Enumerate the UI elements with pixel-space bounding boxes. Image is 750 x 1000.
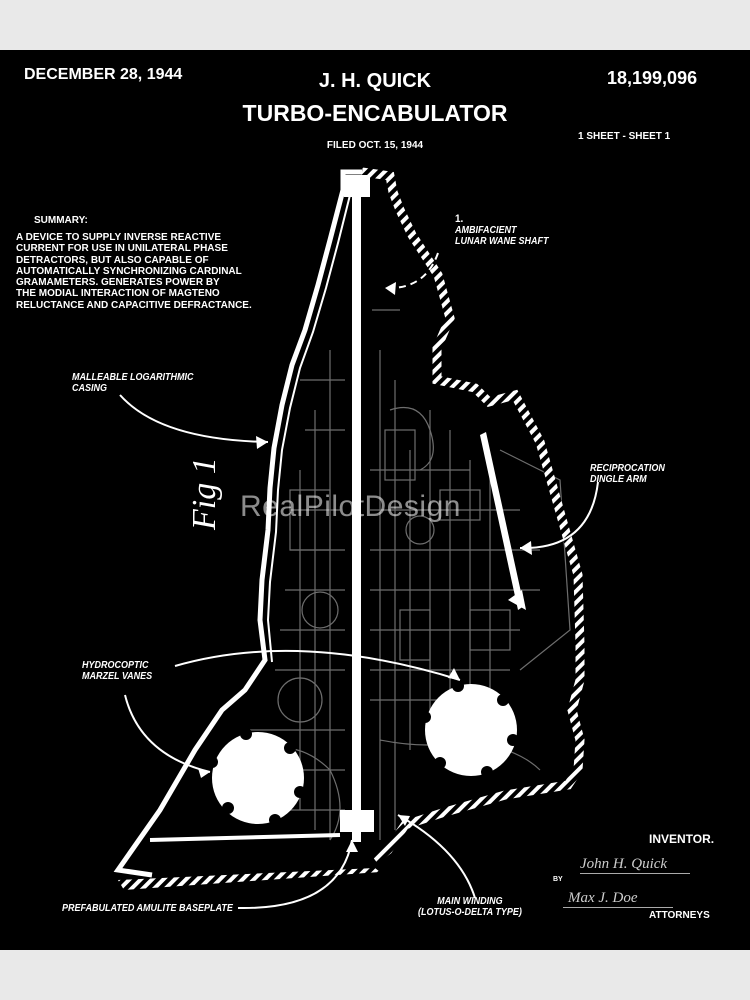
patent-poster: DECEMBER 28, 1944 J. H. QUICK TURBO-ENCA… — [0, 50, 750, 950]
summary-line: A DEVICE TO SUPPLY INVERSE REACTIVE — [16, 232, 222, 243]
attorney-signature: Max J. Doe — [568, 890, 638, 906]
encabulator-drawing — [113, 167, 599, 910]
patent-number: 18,199,096 — [607, 68, 698, 88]
summary-line: RELUCTANCE AND CAPACITIVE DEFRACTANCE. — [16, 299, 252, 311]
label-main-winding: MAIN WINDING (LOTUS-O-DELTA TYPE) — [418, 896, 522, 918]
summary-line: THE MODIAL INTERACTION OF MAGTENO — [16, 288, 220, 300]
filed-date: FILED OCT. 15, 1944 — [326, 140, 424, 151]
attorney-signature-line — [563, 907, 673, 908]
patent-title: TURBO-ENCABULATOR — [242, 100, 508, 126]
arrow-heads — [198, 282, 532, 852]
inventor-signature: John H. Quick — [580, 856, 668, 872]
ambifacient-lunar-wane-shaft — [340, 175, 374, 842]
summary-line: CURRENT FOR USE IN UNILATERAL PHASE — [16, 243, 228, 255]
by-label: BY — [553, 876, 563, 883]
attorneys-label: ATTORNEYS — [649, 910, 710, 921]
sheet-info: 1 SHEET - SHEET 1 — [578, 131, 671, 142]
label-amulite-baseplate: PREFABULATED AMULITE BASEPLATE — [62, 903, 233, 914]
label-dingle-arm: RECIPROCATION DINGLE ARM — [590, 463, 665, 485]
label-marzel-vanes: HYDROCOPTIC MARZEL VANES — [82, 660, 153, 682]
signature-line — [580, 873, 690, 874]
inventor-name: J. H. QUICK — [318, 70, 432, 92]
watermark: RealPilotDesign — [240, 490, 461, 523]
reciprocation-dingle-arm — [480, 432, 526, 610]
label-lunar-wane-shaft: 1. AMBIFACIENT LUNAR WANE SHAFT — [455, 213, 549, 248]
summary-heading: SUMMARY: — [34, 215, 88, 226]
summary-line: AUTOMATICALLY SYNCHRONIZING CARDINAL — [16, 265, 242, 277]
internal-mechanism-detail — [230, 309, 571, 841]
label-logarithmic-casing: MALLEABLE LOGARITHMIC CASING — [72, 372, 194, 394]
inventor-label: INVENTOR. — [649, 832, 715, 846]
figure-label: Fig 1 — [186, 457, 223, 530]
patent-date: DECEMBER 28, 1944 — [24, 66, 183, 83]
summary-line: DETRACTORS, BUT ALSO CAPABLE OF — [16, 254, 209, 266]
hydrocoptic-marzel-vanes — [212, 684, 517, 824]
malleable-logarithmic-casing — [113, 167, 585, 890]
summary-line: GRAMAMETERS. GENERATES POWER BY — [16, 277, 220, 289]
